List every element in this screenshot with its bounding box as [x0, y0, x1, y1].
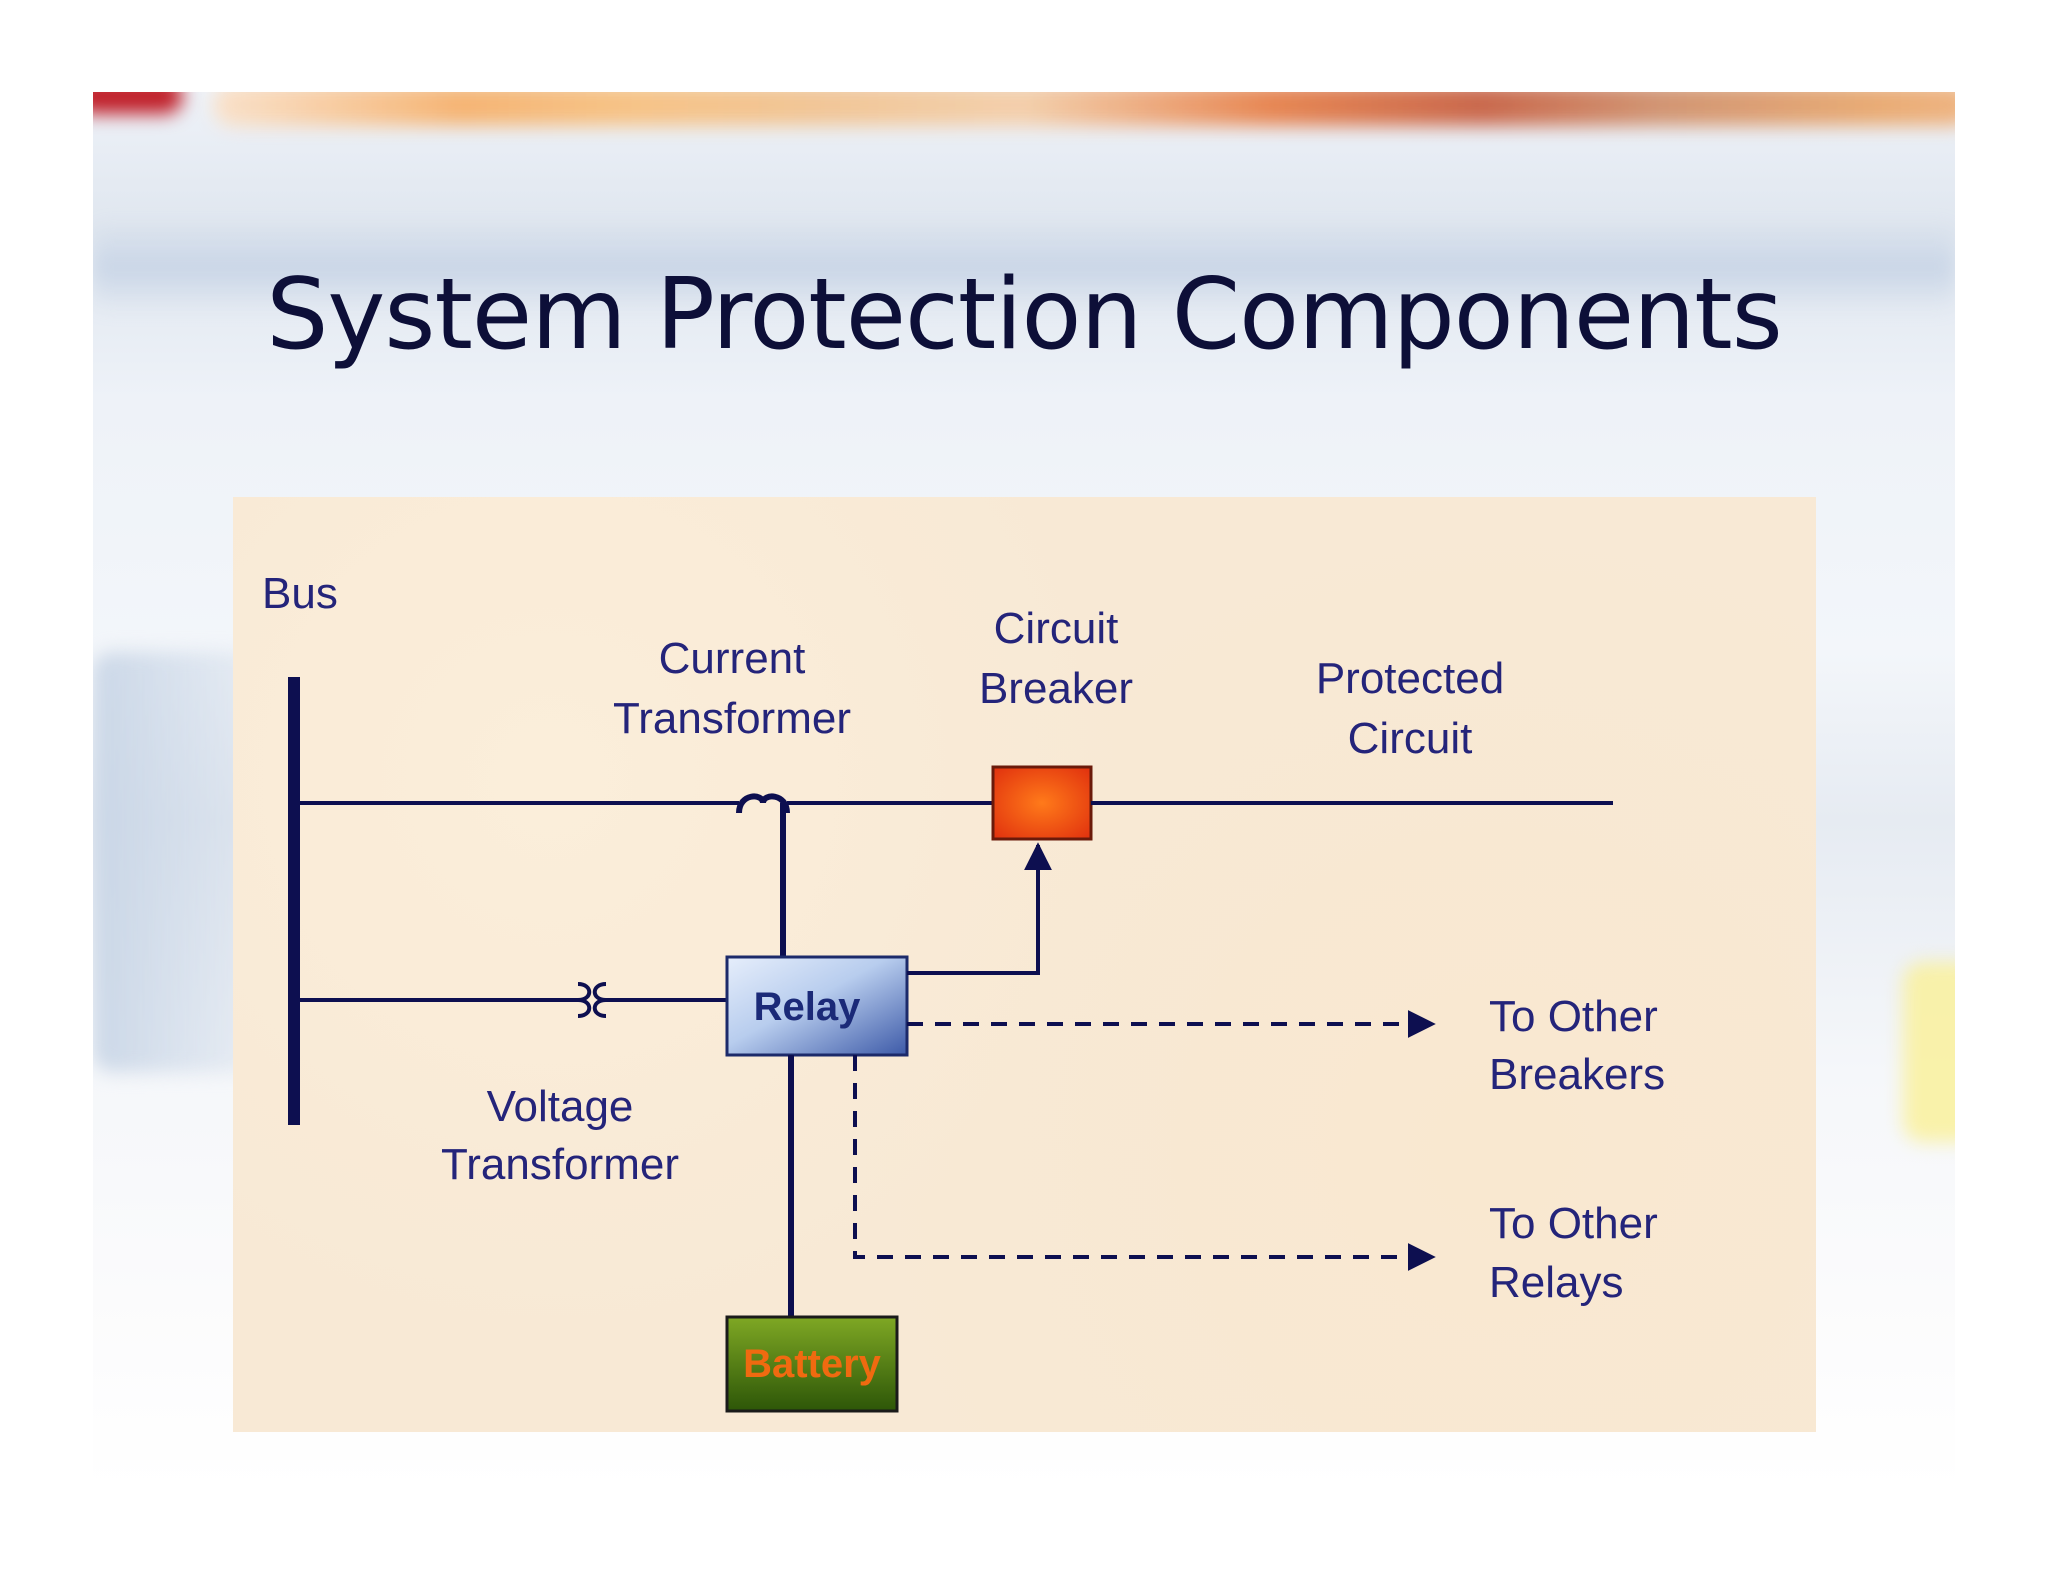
- to-other-breakers-label-line1: To Other: [1489, 992, 1658, 1041]
- background-stripe: [93, 222, 1955, 312]
- battery-label: Battery: [743, 1342, 882, 1386]
- to-other-relays-label-line2: Relays: [1489, 1258, 1624, 1307]
- to-other-relays-line: [853, 1055, 1436, 1271]
- battery-box: [725, 1315, 899, 1413]
- relay-label: Relay: [754, 985, 861, 1029]
- background-stripe: [1903, 962, 1955, 1142]
- circuit-breaker: [991, 765, 1093, 841]
- trip-signal-line: [907, 842, 1052, 975]
- voltage-transformer-symbol: [577, 982, 607, 1018]
- to-other-breakers-label-line2: Breakers: [1489, 1050, 1665, 1099]
- current-transformer-label-line2: Transformer: [613, 694, 851, 743]
- protected-circuit-label-line2: Circuit: [1348, 714, 1473, 763]
- current-transformer-symbol: [736, 793, 790, 814]
- current-transformer-label-line1: Current: [659, 634, 806, 683]
- background-stripe: [93, 92, 183, 114]
- voltage-transformer-label-line2: Transformer: [441, 1140, 679, 1189]
- bus-label: Bus: [262, 569, 338, 618]
- relay-box: [725, 955, 909, 1057]
- protection-diagram: Relay Battery Bus Current Transformer Ci…: [262, 569, 1665, 1413]
- circuit-breaker-label-line2: Breaker: [979, 664, 1133, 713]
- slide-title: System Protection Components: [266, 258, 1783, 372]
- voltage-transformer-label-line1: Voltage: [487, 1082, 634, 1131]
- to-other-relays-label-line1: To Other: [1489, 1199, 1658, 1248]
- circuit-breaker-label-line1: Circuit: [994, 604, 1119, 653]
- diagram-panel: Relay Battery Bus Current Transformer Ci…: [233, 497, 1816, 1432]
- background-stripe: [213, 92, 1955, 126]
- protected-circuit-label-line1: Protected: [1316, 654, 1504, 703]
